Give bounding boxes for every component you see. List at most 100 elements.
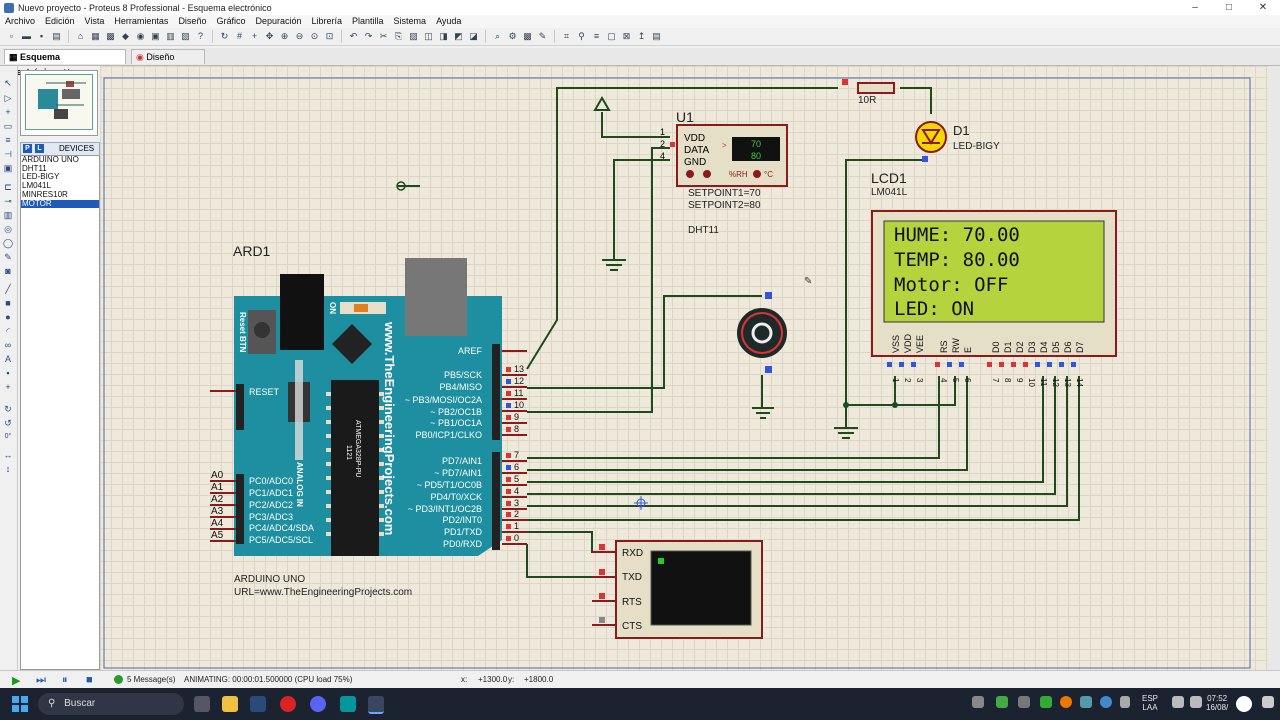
help-icon[interactable]: ? xyxy=(197,31,203,41)
pause-button[interactable]: ⏸ xyxy=(62,674,68,686)
stop-button[interactable]: ■ xyxy=(86,674,93,686)
list-item[interactable]: MINRES10R xyxy=(22,189,68,199)
import-icon[interactable]: ▤ xyxy=(52,31,61,41)
zoom-out-icon[interactable]: ⊖ xyxy=(295,31,304,41)
save-icon[interactable]: ▪ xyxy=(39,31,44,41)
netlist-icon[interactable]: ▤ xyxy=(652,31,661,41)
proteus-taskbar-icon[interactable] xyxy=(368,696,384,714)
overview-viewport[interactable] xyxy=(25,74,93,130)
play-button[interactable]: ▶ xyxy=(12,675,21,687)
bom-icon[interactable]: ▥ xyxy=(166,31,175,41)
component-mode-icon[interactable]: ▷ xyxy=(4,93,12,103)
pcb-icon[interactable]: ▩ xyxy=(106,31,115,41)
tray-icon[interactable] xyxy=(1060,696,1072,708)
wire-autorouter-icon[interactable]: ⌗ xyxy=(563,31,570,41)
cut-icon[interactable]: ✂ xyxy=(379,31,388,41)
pick-device-button[interactable]: P xyxy=(23,144,32,153)
remove-sheet-icon[interactable]: ⊠ xyxy=(622,31,631,41)
menu-depuracion[interactable]: Depuración xyxy=(255,16,302,26)
schematic-canvas[interactable]: 10R D1 LED-BIGY U1 VDD DATA GND 1 2 4 70… xyxy=(100,66,1268,670)
circle-icon[interactable]: ● xyxy=(5,312,11,322)
wifi-icon[interactable] xyxy=(1172,696,1184,708)
undo-icon[interactable]: ↶ xyxy=(349,31,358,41)
pin-icon[interactable]: ⊸ xyxy=(4,196,12,206)
menu-grafico[interactable]: Gráfico xyxy=(216,16,246,26)
tab-pcb[interactable]: ◉ Diseño PCB✕ xyxy=(131,49,205,77)
volume-icon[interactable] xyxy=(1190,696,1202,708)
taskbar-search[interactable]: ⚲ Buscar xyxy=(38,693,184,715)
menu-herramientas[interactable]: Herramientas xyxy=(114,16,169,26)
bus-icon[interactable]: ⊣ xyxy=(4,149,12,159)
vertical-scrollbar[interactable] xyxy=(1268,66,1280,670)
decompose-icon[interactable]: ✎ xyxy=(538,31,547,41)
steam-icon[interactable] xyxy=(250,696,266,712)
mic-active-icon[interactable] xyxy=(1236,696,1252,712)
package-tool-icon[interactable]: ▩ xyxy=(523,31,532,41)
block-rotate-icon[interactable]: ◩ xyxy=(454,31,463,41)
block-move-icon[interactable]: ◨ xyxy=(439,31,448,41)
minimize-button[interactable]: – xyxy=(1192,2,1198,13)
list-item[interactable]: LED-BIGY xyxy=(22,172,60,182)
mirror-y-icon[interactable]: ↕ xyxy=(5,464,11,474)
discord-icon[interactable] xyxy=(310,696,326,712)
line-icon[interactable]: ╱ xyxy=(5,284,11,294)
marker-icon[interactable]: + xyxy=(5,382,11,392)
opera-icon[interactable] xyxy=(280,696,296,712)
property-tool-icon[interactable]: ≡ xyxy=(593,31,600,41)
menu-sistema[interactable]: Sistema xyxy=(393,16,427,26)
message-count[interactable]: 5 Message(s) xyxy=(127,675,176,684)
step-button[interactable]: ⏭ xyxy=(36,674,46,686)
refresh-icon[interactable]: ↻ xyxy=(220,31,229,41)
terminals-icon[interactable]: ⊏ xyxy=(4,182,12,192)
menu-libreria[interactable]: Librería xyxy=(311,16,343,26)
maximize-button[interactable]: □ xyxy=(1225,2,1233,13)
tape-icon[interactable]: ◎ xyxy=(4,224,12,234)
rotate-ccw-icon[interactable]: ↺ xyxy=(4,418,12,428)
gerber-icon[interactable]: ◉ xyxy=(136,31,145,41)
generator-icon[interactable]: ◯ xyxy=(3,238,14,248)
list-item[interactable]: ARDUINO UNO xyxy=(22,155,79,164)
path-icon[interactable]: ∞ xyxy=(4,340,12,350)
symbol-icon[interactable]: ▪ xyxy=(6,368,10,378)
redo-icon[interactable]: ↷ xyxy=(364,31,373,41)
block-delete-icon[interactable]: ◪ xyxy=(469,31,478,41)
tray-icon[interactable] xyxy=(1040,696,1052,708)
menu-plantilla[interactable]: Plantilla xyxy=(352,16,384,26)
box-icon[interactable]: ■ xyxy=(5,298,11,308)
3d-icon[interactable]: ◆ xyxy=(122,31,129,41)
menu-vista[interactable]: Vista xyxy=(84,16,105,26)
home-icon[interactable]: ⌂ xyxy=(77,31,84,41)
probe-icon[interactable]: ✎ xyxy=(4,252,12,262)
search-tag-icon[interactable]: ⚲ xyxy=(578,31,585,41)
selection-mode-icon[interactable]: ↖ xyxy=(4,78,12,88)
block-copy-icon[interactable]: ◫ xyxy=(424,31,433,41)
copy-icon[interactable]: ⎘ xyxy=(394,31,403,41)
pick-device-icon[interactable]: ⌕ xyxy=(494,31,501,41)
list-item[interactable]: LM041L xyxy=(22,181,51,191)
zoom-all-icon[interactable]: ⊙ xyxy=(310,31,319,41)
overview-window[interactable] xyxy=(20,70,98,136)
menu-edicion[interactable]: Edición xyxy=(45,16,75,26)
pan-icon[interactable]: ✥ xyxy=(265,31,274,41)
menu-ayuda[interactable]: Ayuda xyxy=(436,16,462,26)
tray-icon[interactable] xyxy=(1080,696,1092,708)
new-file-icon[interactable]: ▫ xyxy=(9,31,14,41)
open-folder-icon[interactable]: ▬ xyxy=(22,31,31,41)
nvidia-icon[interactable] xyxy=(996,696,1008,708)
design-explorer-icon[interactable]: ▣ xyxy=(151,31,160,41)
list-item[interactable]: DHT11 xyxy=(22,163,47,173)
wire-label-icon[interactable]: ▭ xyxy=(3,121,13,131)
junction-dot-icon[interactable]: + xyxy=(5,107,11,117)
language-indicator[interactable]: ESP LAA xyxy=(1142,694,1158,712)
grid-icon[interactable]: # xyxy=(236,31,242,41)
zoom-area-icon[interactable]: ⊡ xyxy=(325,31,334,41)
library-button[interactable]: L xyxy=(35,144,44,153)
arc-icon[interactable]: ◜ xyxy=(6,326,10,336)
task-view-icon[interactable] xyxy=(194,696,210,712)
zoom-in-icon[interactable]: ⊕ xyxy=(280,31,289,41)
tray-icon[interactable] xyxy=(972,696,984,708)
notification-icon[interactable] xyxy=(1262,696,1274,708)
menu-diseno[interactable]: Diseño xyxy=(178,16,207,26)
windows-start-icon[interactable] xyxy=(12,696,28,712)
clock[interactable]: 07:52 16/08/ xyxy=(1206,694,1228,712)
